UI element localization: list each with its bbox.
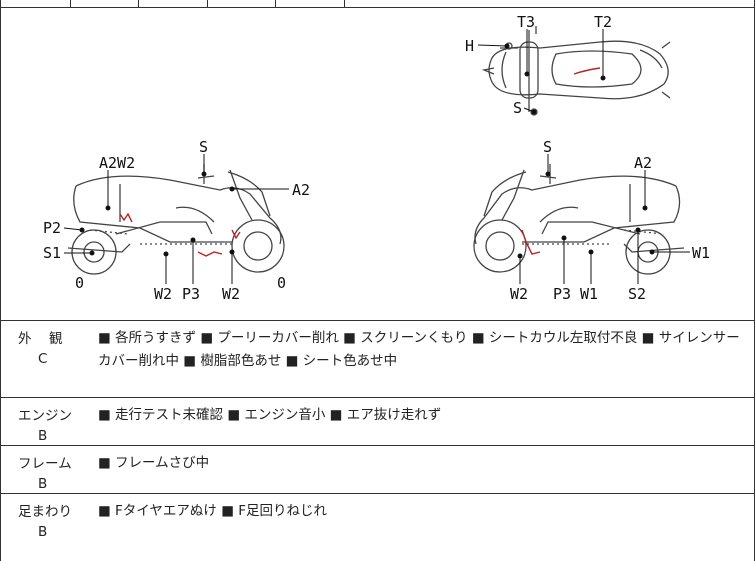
row-category: エンジン B	[18, 404, 88, 444]
damage-diagram: H T3 T2 S S A2W2 A2 P2 S1 0 0 W2 P3 W2 S…	[0, 8, 755, 321]
top-row-divider	[138, 0, 139, 7]
row-category: フレーム B	[18, 452, 88, 492]
damage-mark-seat-top	[573, 67, 601, 75]
label-s-left: S	[199, 138, 208, 156]
label-s1-left: S1	[43, 244, 61, 262]
label-a2-left: A2	[292, 181, 310, 199]
category-name: エンジン	[18, 408, 72, 424]
row-engine: エンジン B ■ 走行テスト未確認 ■ エンジン音小 ■ エア抜け走れず	[0, 398, 755, 446]
category-name: 外 観	[18, 331, 65, 347]
category-name: フレーム	[18, 456, 72, 472]
label-s2-right: S2	[628, 285, 646, 303]
top-row-divider	[275, 0, 276, 7]
top-table-row	[0, 0, 755, 8]
label-a2-right: A2	[634, 154, 652, 172]
label-t2-top: T2	[594, 13, 612, 31]
label-zero-right: 0	[277, 274, 286, 292]
row-suspension: 足まわり B ■ Fタイヤエアぬけ ■ F足回りねじれ	[0, 494, 755, 561]
label-zero-left: 0	[75, 274, 84, 292]
row-description: ■ 各所うすきず ■ プーリーカバー削れ ■ スクリーンくもり ■ シートカウル…	[98, 330, 740, 369]
label-s-right: S	[543, 138, 552, 156]
top-row-divider	[207, 0, 208, 7]
row-exterior: 外 観 C ■ 各所うすきず ■ プーリーカバー削れ ■ スクリーンくもり ■ …	[0, 321, 755, 398]
label-w2-left-a: W2	[154, 285, 172, 303]
label-p3-left: P3	[182, 285, 200, 303]
category-grade: B	[38, 428, 48, 444]
category-grade: B	[38, 476, 48, 492]
category-grade: C	[38, 351, 48, 367]
row-description: ■ Fタイヤエアぬけ ■ F足回りねじれ	[98, 503, 328, 519]
label-w1-right-side: W1	[692, 244, 710, 262]
label-p3-right: P3	[553, 285, 571, 303]
motorcycle-diagram-svg: H T3 T2 S S A2W2 A2 P2 S1 0 0 W2 P3 W2 S…	[43, 13, 710, 303]
row-frame: フレーム B ■ フレームさび中	[0, 446, 755, 494]
damage-mark-left-front	[231, 229, 241, 240]
top-row-divider	[70, 0, 71, 7]
left-side-scooter	[67, 164, 285, 275]
label-w2-left-b: W2	[222, 285, 240, 303]
frame-left-border	[0, 0, 1, 561]
label-w1-right: W1	[580, 285, 598, 303]
damage-marks	[119, 67, 601, 257]
label-t3-top: T3	[517, 13, 535, 31]
leader-lines	[63, 29, 690, 284]
row-category: 足まわり B	[18, 500, 88, 540]
row-category: 外 観 C	[18, 327, 88, 367]
label-p2-left: P2	[43, 219, 61, 237]
damage-mark-left-cowl	[119, 212, 133, 223]
label-s-top: S	[513, 99, 522, 117]
top-view-scooter	[481, 26, 671, 116]
label-w2-right: W2	[510, 285, 528, 303]
damage-mark-right-front	[521, 229, 541, 255]
label-a2w2-left: A2W2	[99, 154, 135, 172]
row-description: ■ 走行テスト未確認 ■ エンジン音小 ■ エア抜け走れず	[98, 407, 442, 423]
label-h-top: H	[465, 37, 474, 55]
category-grade: B	[38, 524, 48, 540]
top-row-divider	[344, 0, 345, 7]
row-description: ■ フレームさび中	[98, 455, 210, 471]
right-side-scooter	[473, 164, 685, 275]
category-name: 足まわり	[18, 504, 72, 520]
damage-mark-left-floor	[197, 251, 223, 257]
